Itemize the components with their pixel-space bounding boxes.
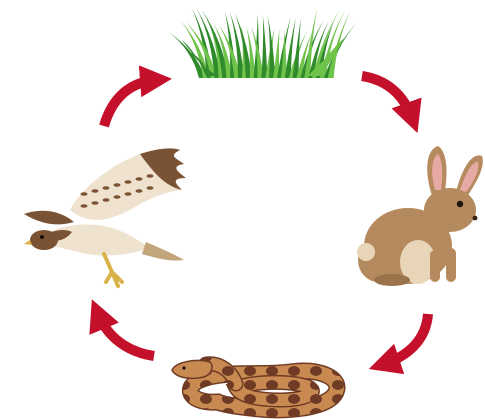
grass-blade: [261, 15, 267, 78]
hawk-feather-mark: [147, 186, 154, 190]
hawk-feather-mark: [114, 183, 121, 187]
hawk-feather-mark: [92, 189, 99, 193]
hawk-feather-mark: [92, 201, 99, 205]
arrow-rabbit-to-snake: [384, 314, 428, 364]
arrow-snake-to-hawk: [98, 314, 154, 356]
hawk-feather-mark: [103, 198, 110, 202]
hawk-feather-mark: [125, 180, 132, 184]
hawk-feather-mark: [103, 186, 110, 190]
hawk-feather-mark: [81, 192, 88, 196]
hawk-feather-mark: [114, 195, 121, 199]
hawk-feather-mark: [125, 192, 132, 196]
hawk-feather-mark: [147, 174, 154, 178]
hawk-icon: [24, 148, 186, 286]
hawk-feather-mark: [136, 177, 143, 181]
snake-icon: [172, 360, 337, 409]
arrow-hawk-to-grass: [104, 80, 156, 126]
hawk-feather-mark: [136, 189, 143, 193]
hawk-feather-mark: [81, 204, 88, 208]
grass-icon: [169, 8, 357, 78]
arrow-grass-to-rabbit: [362, 76, 412, 118]
rabbit-icon: [357, 146, 484, 286]
